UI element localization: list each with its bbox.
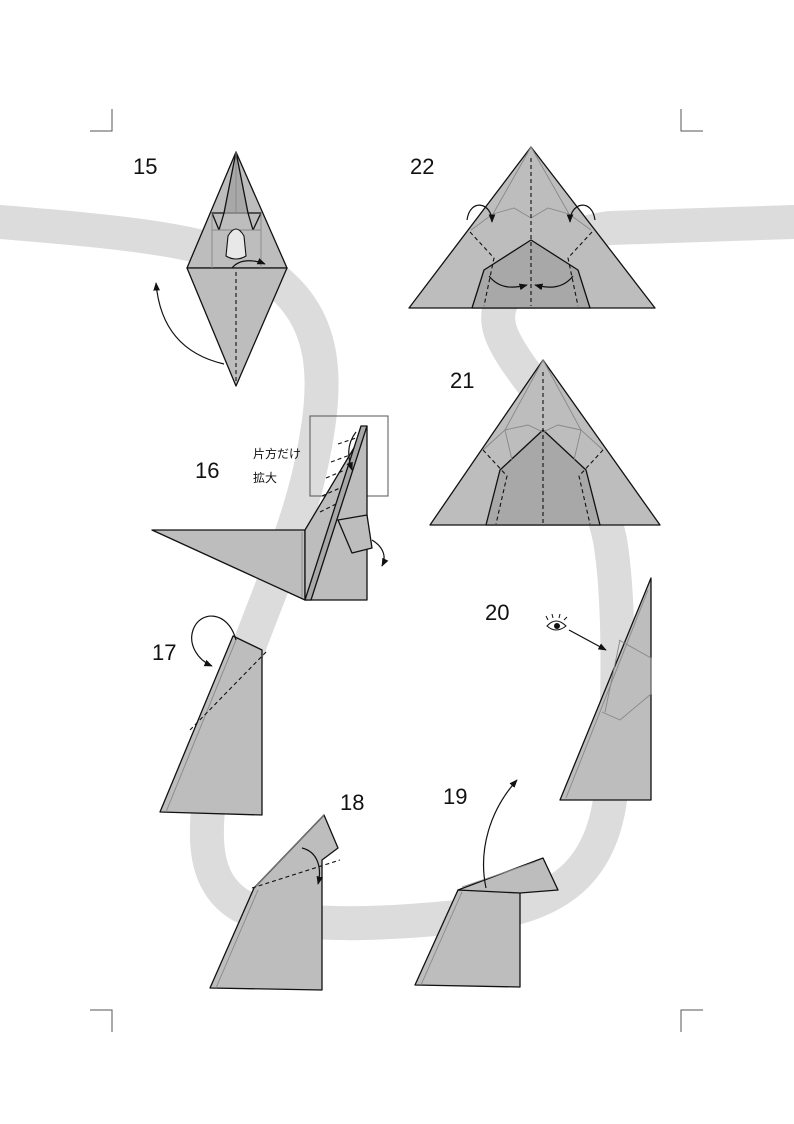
step15-pocket (225, 228, 247, 260)
eye-icon (545, 613, 568, 631)
step19-flap (457, 857, 559, 894)
step-number-16: 16 (195, 458, 219, 483)
step15-lower-kite (186, 267, 288, 387)
crop-marks (90, 109, 703, 1032)
note-enlarge: 拡大 (253, 471, 277, 485)
step-number-22: 22 (410, 154, 434, 179)
step16-wing (151, 529, 306, 601)
step16-head (337, 514, 373, 554)
crop-mark-bottom-right (680, 1009, 703, 1032)
step17-body (159, 635, 263, 816)
crop-mark-top-left (90, 109, 113, 132)
step-19: 19 (414, 779, 559, 988)
step19-turn-arrow (482, 779, 518, 889)
step-number-21: 21 (450, 368, 474, 393)
crop-mark-top-right (680, 109, 703, 132)
step-number-17: 17 (152, 640, 176, 665)
step-22: 22 (408, 146, 656, 309)
note-one-side-only: 片方だけ (253, 446, 301, 461)
step-20: 20 (485, 577, 652, 801)
step-number-18: 18 (340, 790, 364, 815)
step-17: 17 (152, 615, 269, 816)
step-15: 15 (133, 151, 288, 387)
step-16: 16 片方だけ 拡大 (151, 415, 389, 601)
crop-mark-bottom-left (90, 1009, 113, 1032)
step-18: 18 (209, 790, 364, 991)
step-21: 21 (429, 359, 661, 526)
step-number-19: 19 (443, 784, 467, 809)
step15-turn-arrow (153, 282, 225, 365)
step-number-20: 20 (485, 600, 509, 625)
step-path-band (0, 205, 794, 941)
step-number-15: 15 (133, 154, 157, 179)
step17-fold-arrow (191, 615, 237, 667)
